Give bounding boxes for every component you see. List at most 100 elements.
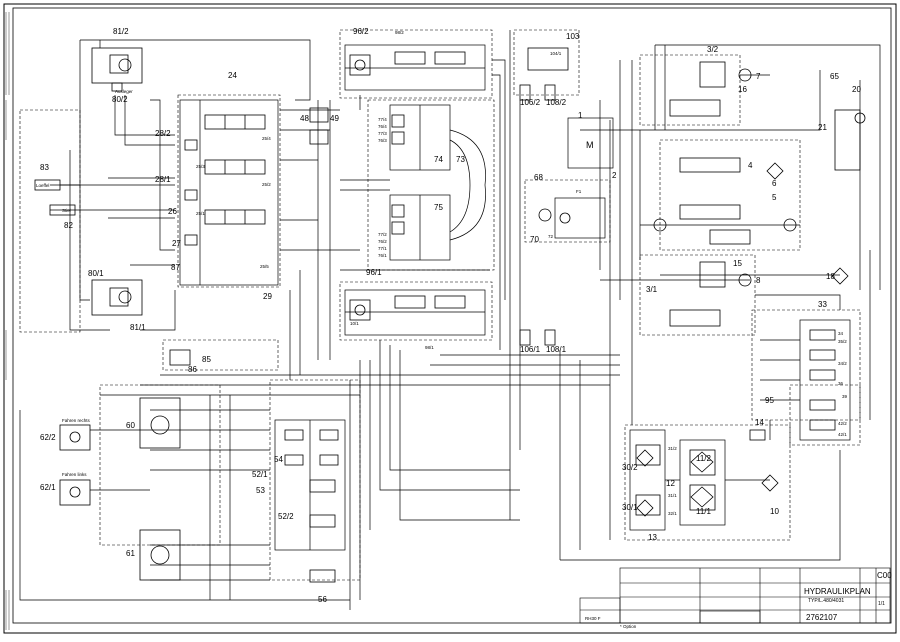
label-18: 18	[826, 272, 835, 281]
label-15: 15	[733, 259, 742, 268]
label-1: 1	[578, 111, 583, 120]
label-ausleger: Ausleger	[115, 89, 133, 94]
motor-M-label: M	[586, 140, 594, 150]
label-39: 39	[842, 394, 848, 399]
label-25-5: 25/5	[260, 264, 269, 269]
label-108-2: 108/2	[546, 98, 567, 107]
label-108-1: 108/1	[546, 345, 567, 354]
label-82: 82	[64, 221, 73, 230]
label-53: 53	[256, 486, 265, 495]
label-3-2: 3/2	[707, 45, 719, 54]
label-70: 70	[530, 235, 539, 244]
sheet-code: C00	[877, 571, 892, 580]
drawing-frame	[12, 7, 892, 624]
drawing-number: 2762107	[806, 613, 838, 622]
label-fahren-rechts: Fahren rechts	[62, 418, 91, 423]
label-31-2: 31/2	[668, 446, 677, 451]
label-104-1: 104/1	[550, 51, 562, 56]
label-62-1: 62/1	[40, 483, 56, 492]
label-62-2: 62/2	[40, 433, 56, 442]
label-29: 29	[263, 292, 272, 301]
label-26: 26	[168, 207, 177, 216]
sheet-border	[3, 3, 897, 634]
project-code: RH30 F	[585, 616, 601, 621]
label-7: 7	[756, 72, 761, 81]
hydraulic-lines	[19, 30, 881, 610]
cylinder-symbols	[34, 84, 556, 346]
label-106-2: 106/2	[520, 98, 541, 107]
drawing-subtitle: TYP/L.480/4031	[808, 598, 844, 604]
label-61: 61	[126, 549, 135, 558]
label-56: 56	[318, 595, 327, 604]
label-77-2: 77/2	[378, 232, 387, 237]
label-86: 86	[188, 365, 197, 374]
label-75: 75	[434, 203, 443, 212]
option-note: * Option	[620, 624, 637, 629]
label-8: 8	[756, 276, 761, 285]
pump-motor-symbols	[69, 58, 866, 565]
label-20: 20	[852, 85, 861, 94]
label-83: 83	[40, 163, 49, 172]
label-85: 85	[202, 355, 211, 364]
label-F1: F1	[576, 189, 582, 194]
label-77-1: 77/1	[378, 246, 387, 251]
label-80-1: 80/1	[88, 269, 104, 278]
title-block	[579, 567, 891, 624]
label-11-1: 11/1	[696, 507, 712, 516]
label-76-1: 76/1	[378, 253, 387, 258]
label-48: 48	[300, 114, 309, 123]
filter-symbols	[636, 162, 849, 517]
label-25-3: 25/3	[196, 164, 205, 169]
label-28-2: 28/2	[155, 129, 171, 138]
label-27: 27	[172, 239, 181, 248]
label-25-2: 25/2	[262, 182, 271, 187]
label-11-2: 11/2	[696, 454, 712, 463]
label-76-4: 76/4	[378, 124, 387, 129]
label-73: 73	[456, 155, 465, 164]
label-96-2: 96/2	[353, 27, 369, 36]
label-28-1: 28/1	[155, 175, 171, 184]
label-80-2: 80/2	[112, 95, 128, 104]
dashed-groupings	[19, 29, 861, 581]
label-13: 13	[648, 533, 657, 542]
label-42-2: 42/2	[838, 421, 847, 426]
label-36: 36	[838, 381, 844, 386]
label-31-1: 31/1	[668, 493, 677, 498]
label-96-1: 96/1	[366, 268, 382, 277]
label-16: 16	[738, 85, 747, 94]
label-34: 34	[838, 331, 844, 336]
label-24: 24	[228, 71, 237, 80]
label-74: 74	[434, 155, 443, 164]
label-60: 60	[126, 421, 135, 430]
label-87: 87	[171, 263, 180, 272]
label-fahren-links: Fahren links	[62, 472, 87, 477]
label-49: 49	[330, 114, 339, 123]
component-labels: 81/2 80/2 24 28/2 28/1 26 27 87 29 83 82…	[36, 27, 861, 604]
label-6: 6	[772, 179, 777, 188]
label-5: 5	[772, 193, 777, 202]
label-stiel: Stiel	[62, 208, 71, 213]
left-margin-notes	[5, 12, 10, 630]
label-52-2: 52/2	[278, 512, 294, 521]
label-98-1: 98/1	[425, 345, 434, 350]
label-72: 72	[548, 234, 554, 239]
label-68: 68	[534, 173, 543, 182]
label-81-1: 81/1	[130, 323, 146, 332]
label-81-2: 81/2	[113, 27, 129, 36]
label-35-2: 35/2	[838, 339, 847, 344]
title-block-text: C00 HYDRAULIKPLAN TYP/L.480/4031 2762107…	[585, 571, 892, 629]
label-12: 12	[666, 479, 675, 488]
label-52-1: 52/1	[252, 470, 268, 479]
label-106-1: 106/1	[520, 345, 541, 354]
label-95: 95	[765, 396, 774, 405]
label-25-1: 25/1	[196, 211, 205, 216]
label-103: 103	[566, 32, 580, 41]
label-77-3: 77/3	[378, 131, 387, 136]
label-30-2: 30/2	[622, 463, 638, 472]
label-65: 65	[830, 72, 839, 81]
label-30-1: 30/1	[622, 503, 638, 512]
label-3-1: 3/1	[646, 285, 658, 294]
valve-symbols	[59, 47, 861, 583]
label-loeffel: Loeffel	[36, 183, 49, 188]
